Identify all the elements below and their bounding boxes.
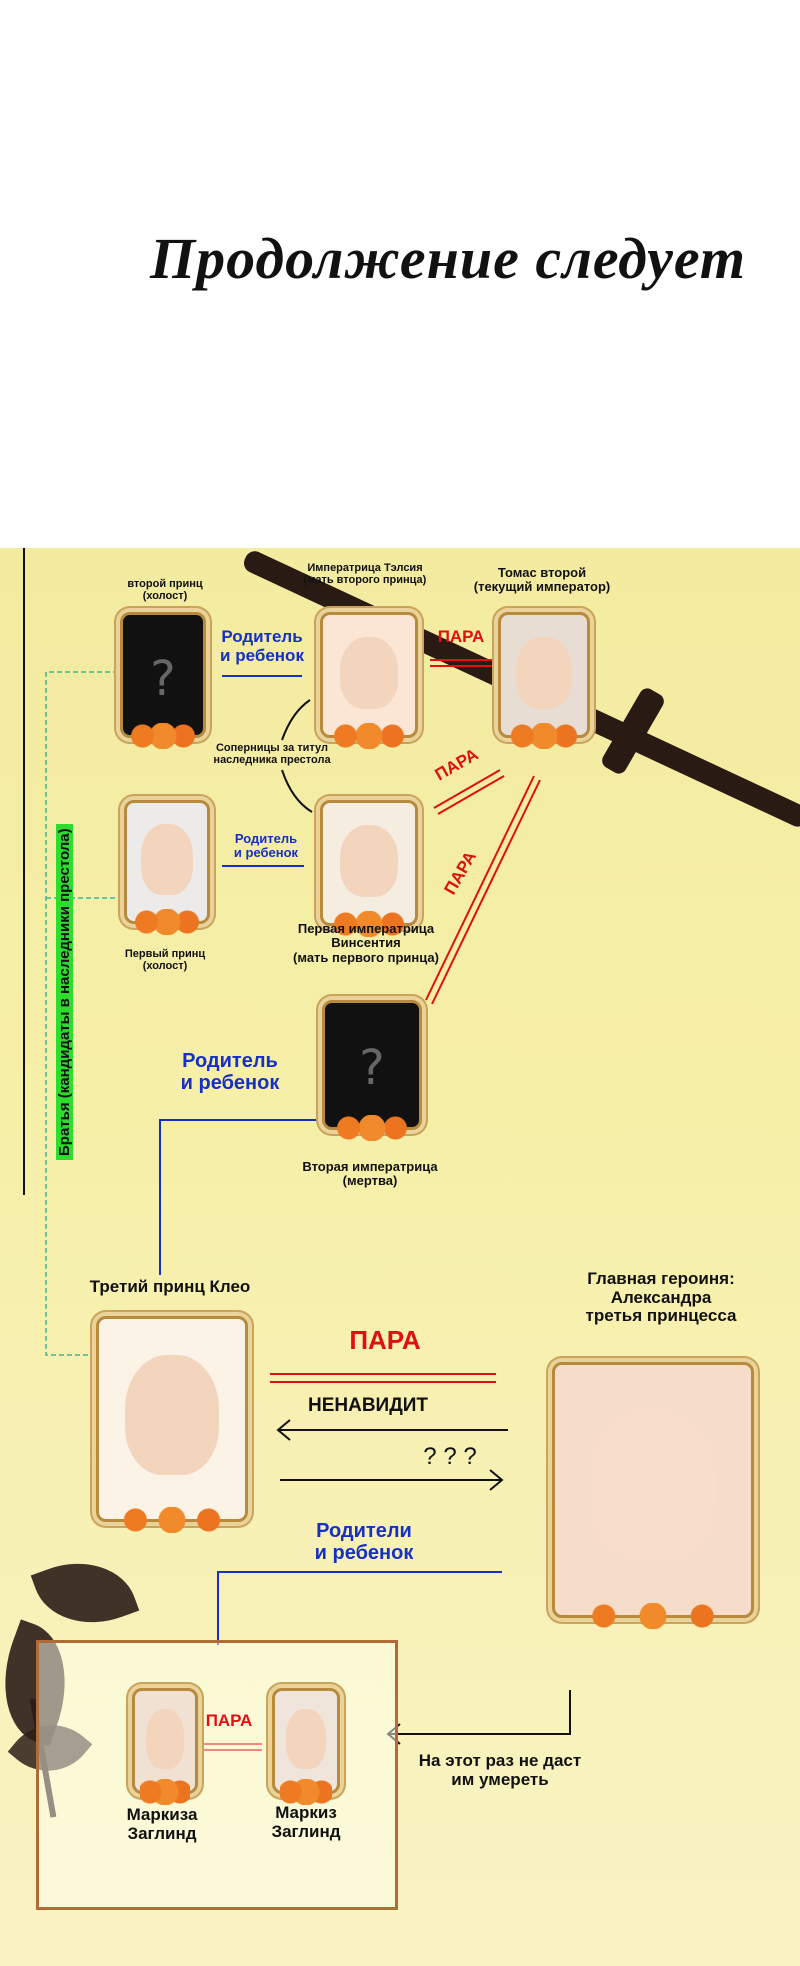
label-line: Первый принц (124, 948, 206, 960)
marquis-portrait (272, 1688, 340, 1805)
pair-line (433, 769, 501, 809)
label-line: Родитель (182, 1050, 278, 1072)
label-line: Маркиза (126, 1805, 198, 1824)
second-prince-label: второй принц (холост) (110, 578, 220, 602)
roses-decoration (139, 1779, 191, 1805)
rivals-arrow (281, 769, 313, 813)
roses-decoration (129, 723, 197, 749)
face-illustration (516, 636, 572, 709)
roses-decoration (330, 723, 408, 749)
pair-line (431, 779, 541, 1005)
label-line: Родитель (234, 831, 298, 846)
page-title: Продолжение следует (150, 226, 746, 291)
label-line: Заглинд (127, 1823, 197, 1843)
label-line: На этот раз не даст (418, 1751, 582, 1770)
second-empress-portrait: ? (322, 1000, 422, 1141)
roses-decoration (507, 723, 581, 749)
label-line: Соперницы за титул (215, 742, 329, 754)
empress-telsia-portrait (320, 612, 418, 749)
roses-decoration (279, 1779, 333, 1805)
candidates-bracket-label: Братья (кандидаты в наследники престола) (56, 824, 73, 1160)
label-line: третья принцесса (585, 1306, 737, 1326)
save-arrow (388, 1690, 571, 1735)
label-line: и ребенок (220, 645, 304, 665)
save-label: На этот раз не даст им умереть (400, 1751, 600, 1789)
sibling-dashed-link (45, 671, 118, 1356)
first-empress-portrait (320, 800, 418, 937)
parent-child-label: Родитель и ребенок (226, 831, 306, 861)
label-line: Заглинд (271, 1821, 341, 1841)
parents-child-label: Родители и ребенок (304, 1520, 424, 1564)
label-line: (холост) (142, 960, 188, 973)
roses-decoration (332, 1115, 412, 1141)
face-illustration (590, 1410, 716, 1560)
heroine-portrait (552, 1362, 754, 1629)
second-empress-label: Вторая императрица (мертва) (290, 1159, 450, 1189)
unknown-relation-label: ? ? ? (423, 1443, 477, 1470)
third-prince-portrait (96, 1316, 248, 1533)
label-line: Маркиз (275, 1803, 337, 1822)
roses-decoration (570, 1603, 736, 1629)
face-illustration (286, 1709, 326, 1769)
marquise-portrait (132, 1688, 198, 1805)
hates-label: НЕНАВИДИТ (307, 1395, 428, 1416)
face-illustration (339, 824, 399, 897)
second-prince-portrait: ? (120, 612, 206, 749)
parent-child-line (217, 1571, 502, 1645)
pair-label: ПАРА (349, 1325, 421, 1355)
parent-child-label: Родитель и ребенок (212, 627, 312, 665)
first-empress-label: Первая императрица Винсентия (мать перво… (276, 921, 456, 965)
label-line: (холост) (142, 590, 188, 603)
label-line: Томас второй (497, 565, 587, 580)
pair-label: ПАРА (437, 627, 485, 646)
label-line: Вторая императрица (302, 1159, 438, 1174)
marquise-label: Маркиза Заглинд (112, 1805, 212, 1843)
pair-line (425, 775, 535, 1001)
roses-decoration (330, 911, 408, 937)
marquis-family-box (36, 1640, 398, 1910)
label-line: и ребенок (233, 845, 299, 861)
label-line: Первая императрица (297, 921, 435, 936)
label-line: Александра (610, 1287, 712, 1307)
label-line: (мертва) (342, 1173, 398, 1189)
label-line: Третий принц Клео (89, 1277, 251, 1296)
label-line: Винсентия (331, 935, 401, 951)
first-prince-label: Первый принц (холост) (110, 948, 220, 972)
label-line: Родители (316, 1520, 412, 1542)
empress-telsia-label: Императрица Тэлсия (мать второго принца) (280, 562, 450, 586)
label-line: и ребенок (180, 1072, 280, 1094)
roses-decoration (133, 909, 201, 935)
parent-child-label: Родитель и ребенок (170, 1050, 290, 1094)
roses-decoration (110, 1507, 234, 1533)
parent-child-line (159, 1119, 318, 1275)
label-line: и ребенок (314, 1542, 414, 1564)
pair-label: ПАРА (205, 1711, 253, 1730)
unknown-portrait-icon: ? (359, 1040, 385, 1097)
face-illustration (125, 1355, 219, 1475)
unknown-portrait-icon: ? (150, 651, 176, 707)
label-line: (мать второго принца) (303, 574, 427, 587)
face-illustration (141, 824, 193, 896)
label-line: Императрица Тэлсия (307, 562, 423, 574)
face-illustration (339, 636, 399, 709)
label-line: им умереть (451, 1769, 549, 1789)
label-line: наследника престола (213, 754, 331, 767)
label-line: Главная героиня: (587, 1269, 735, 1288)
face-illustration (145, 1709, 185, 1769)
third-prince-label: Третий принц Клео (70, 1277, 270, 1297)
label-line: второй принц (127, 578, 203, 590)
pair-line (437, 775, 505, 815)
marquis-label: Маркиз Заглинд (256, 1803, 356, 1841)
label-line: (текущий император) (473, 579, 611, 595)
first-prince-portrait (124, 800, 210, 935)
thomas-portrait (498, 612, 590, 749)
rivals-label: Соперницы за титул наследника престола (202, 742, 342, 766)
thomas-label: Томас второй (текущий император) (454, 565, 630, 595)
heroine-label: Главная героиня: Александра третья принц… (556, 1269, 766, 1326)
label-line: (мать первого принца) (293, 949, 439, 965)
rivals-arrow (281, 699, 311, 741)
label-line: Родитель (221, 627, 303, 646)
